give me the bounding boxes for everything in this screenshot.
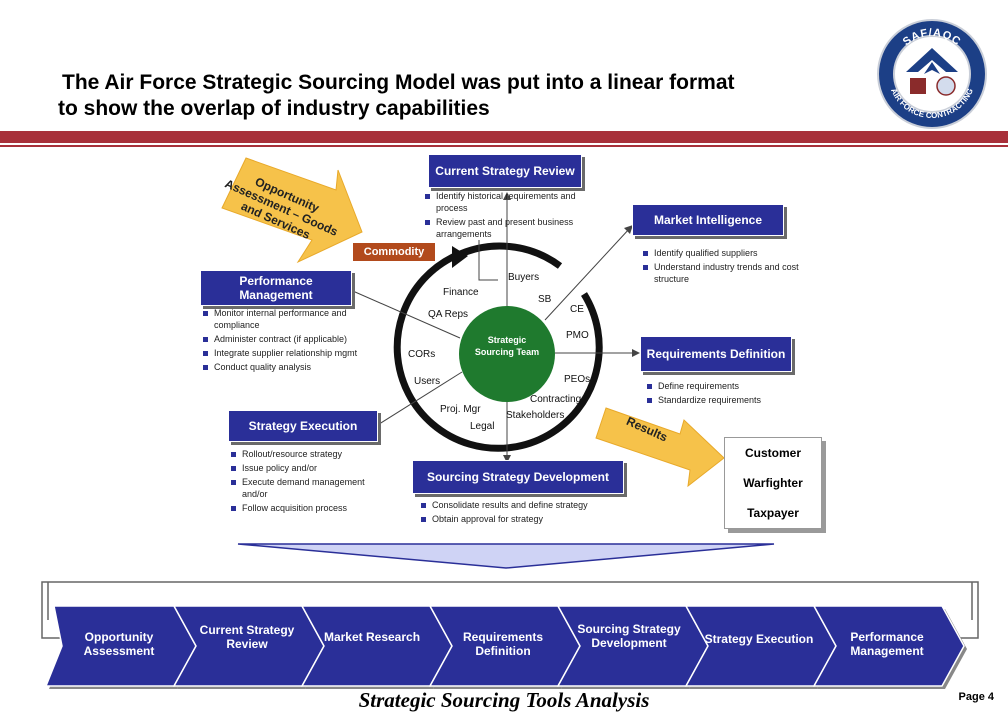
connector-market-intelligence	[544, 227, 631, 321]
execution-bullet: Rollout/resource strategy	[230, 448, 380, 460]
shield-icon	[910, 78, 926, 94]
current-strategy-bullets: Identify historical requirements and pro…	[424, 190, 584, 242]
market-intelligence-bullet: Identify qualified suppliers	[642, 247, 812, 259]
linear-stage-label: Sourcing Strategy Development	[577, 622, 681, 650]
air-force-contracting-logo: SAF/AQC AIR FORCE CONTRACTING	[877, 19, 987, 129]
linear-stage-chevron	[812, 605, 965, 687]
stakeholder-label: QA Reps	[428, 309, 469, 320]
linear-stage-chevron	[684, 605, 837, 687]
requirements-bullets: Define requirements Standardize requirem…	[646, 380, 806, 408]
stakeholder-label: Buyers	[508, 272, 540, 283]
down-arrow	[237, 543, 775, 569]
process-ring	[393, 252, 603, 452]
current-strategy-header: Current Strategy Review	[428, 154, 582, 188]
title-line-1: The Air Force Strategic Sourcing Model w…	[62, 71, 735, 94]
results-item: Taxpayer	[747, 506, 799, 520]
performance-bullet: Monitor internal performance and complia…	[202, 307, 378, 331]
performance-management-bullets: Monitor internal performance and complia…	[202, 307, 378, 375]
stakeholder-label: CE	[570, 304, 584, 315]
performance-bullet: Administer contract (if applicable)	[202, 333, 378, 345]
linear-stage-label: Requirements Definition	[462, 630, 544, 658]
market-intelligence-bullet: Understand industry trends and cost stru…	[642, 261, 812, 285]
title-line-2: to show the overlap of industry capabili…	[58, 97, 490, 120]
execution-bullet: Issue policy and/or	[230, 462, 380, 474]
stakeholder-label: Legal	[470, 421, 495, 432]
performance-bullet: Integrate supplier relationship mgmt	[202, 347, 378, 359]
linear-stage-label: Market Research	[323, 630, 421, 644]
linear-stage-label: Opportunity Assessment	[83, 630, 155, 658]
opportunity-arrow	[221, 157, 363, 264]
stakeholder-label: Stakeholders	[506, 410, 565, 421]
performance-bullet: Conduct quality analysis	[202, 361, 378, 373]
current-strategy-bullet: Review past and present business arrange…	[424, 216, 584, 240]
page-number: Page 4	[958, 691, 994, 703]
sourcing-strategy-bullets: Consolidate results and define strategy …	[420, 499, 630, 527]
stakeholder-label: CORs	[408, 349, 436, 360]
sourcing-strategy-header: Sourcing Strategy Development	[412, 460, 624, 494]
market-intelligence-bullets: Identify qualified suppliers Understand …	[642, 247, 812, 287]
results-box: Customer Warfighter Taxpayer	[724, 437, 822, 529]
requirements-bullet: Define requirements	[646, 380, 806, 392]
center-label: Strategic Sourcing Team	[474, 335, 540, 357]
connector-execution	[375, 371, 463, 427]
stakeholder-label: Contracting	[530, 394, 582, 405]
current-strategy-bullet: Identify historical requirements and pro…	[424, 190, 584, 214]
stakeholder-label: SB	[538, 294, 552, 305]
performance-management-header: Performance Management	[200, 270, 352, 306]
stakeholder-label: Users	[414, 376, 441, 387]
stakeholder-label: PEOs	[564, 374, 591, 385]
stakeholder-label: Finance	[443, 287, 479, 298]
page-title: The Air Force Strategic Sourcing Model w…	[58, 70, 858, 122]
requirements-definition-header: Requirements Definition	[640, 336, 792, 372]
commodity-label: Commodity	[352, 242, 436, 262]
linear-stage-label: Performance Management	[850, 630, 924, 658]
footer-title: Strategic Sourcing Tools Analysis	[358, 688, 650, 712]
strategic-sourcing-team-circle	[459, 306, 555, 402]
execution-bullet: Execute demand management and/or	[230, 476, 380, 500]
linear-stage-label: Current Strategy Review	[199, 623, 295, 651]
market-intelligence-header: Market Intelligence	[632, 204, 784, 236]
results-arrow	[595, 407, 725, 488]
results-item: Warfighter	[743, 476, 803, 490]
connector-performance	[345, 287, 461, 339]
stakeholder-label: PMO	[566, 330, 589, 341]
stakeholder-label: Proj. Mgr	[440, 404, 481, 415]
header-red-bar	[0, 131, 1008, 143]
sourcing-bullet: Obtain approval for strategy	[420, 513, 630, 525]
linear-stage-chevron	[300, 605, 453, 687]
seal-icon	[936, 76, 956, 96]
header-red-line	[0, 145, 1008, 147]
strategy-execution-header: Strategy Execution	[228, 410, 378, 442]
linear-stage-label: Strategy Execution	[704, 632, 814, 646]
air-force-wings-icon	[906, 48, 958, 72]
sourcing-bullet: Consolidate results and define strategy	[420, 499, 630, 511]
results-item: Customer	[744, 446, 801, 460]
strategy-execution-bullets: Rollout/resource strategy Issue policy a…	[230, 448, 380, 516]
execution-bullet: Follow acquisition process	[230, 502, 380, 514]
requirements-bullet: Standardize requirements	[646, 394, 806, 406]
